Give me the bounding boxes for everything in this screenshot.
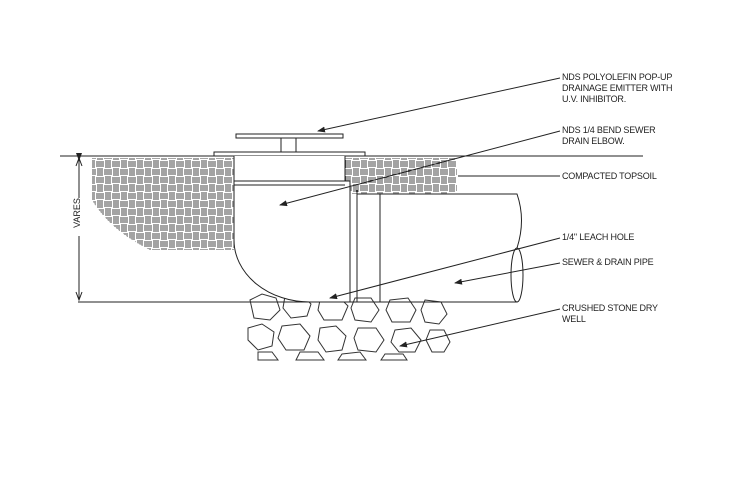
label-line: WELL [562,314,586,324]
label-topsoil: COMPACTED TOPSOIL [562,171,657,181]
label-line: DRAIN ELBOW. [562,136,625,146]
sewer-pipe [357,193,522,303]
label-line: CRUSHED STONE DRY [562,303,658,313]
label-pipe: SEWER & DRAIN PIPE [562,257,654,267]
topsoil-right [345,158,457,194]
label-elbow: NDS 1/4 BEND SEWER DRAIN ELBOW. [562,125,656,147]
label-leach-hole: 1/4" LEACH HOLE [562,232,635,242]
label-line: U.V. INHIBITOR. [562,94,627,104]
topsoil-left [92,158,234,250]
elbow [233,156,351,303]
label-emitter: NDS POLYOLEFIN POP-UP DRAINAGE EMITTER W… [562,72,673,105]
emitter-stem [280,137,297,153]
label-line: DRAINAGE EMITTER WITH [562,83,673,93]
emitter-base [213,151,366,157]
emitter-cap [235,133,344,139]
dimension-label: VARES [71,198,82,228]
crushed-stone [247,293,451,361]
label-line: NDS POLYOLEFIN POP-UP [562,72,673,82]
label-line: NDS 1/4 BEND SEWER [562,125,656,135]
label-stone: CRUSHED STONE DRY WELL [562,303,658,325]
